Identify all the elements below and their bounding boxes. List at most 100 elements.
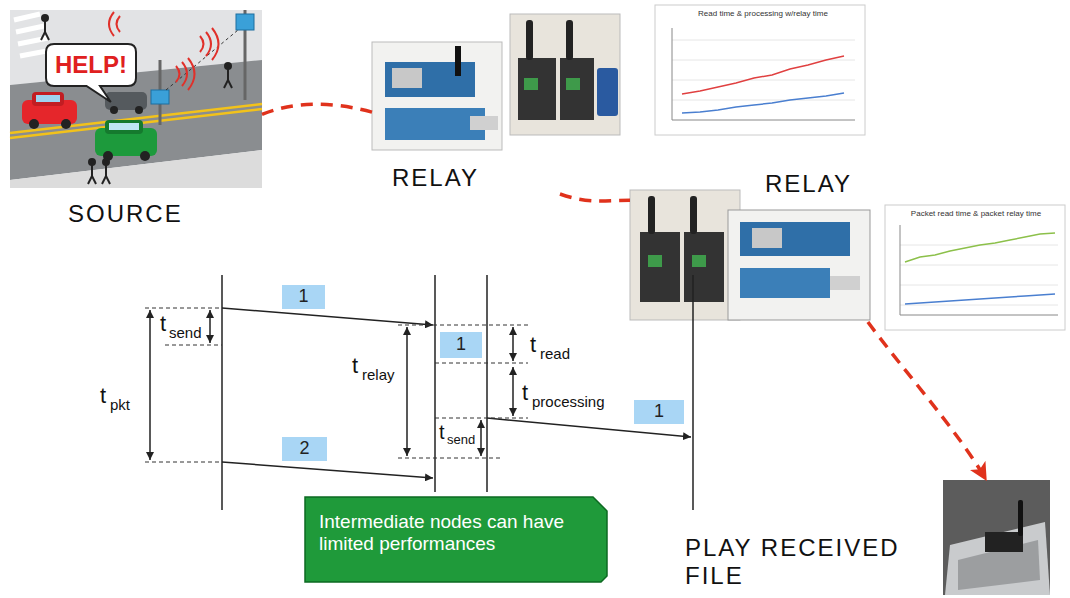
timing-diagram bbox=[434, 275, 436, 492]
street-scene bbox=[36, 95, 60, 102]
time-subscript: send bbox=[447, 433, 475, 448]
street-scene bbox=[117, 16, 121, 32]
relay-photo bbox=[470, 116, 498, 130]
timing-diagram bbox=[145, 462, 222, 463]
line-chart bbox=[900, 305, 1058, 306]
relay-photo bbox=[740, 222, 850, 256]
laptop-photo bbox=[985, 532, 1023, 552]
street-scene bbox=[91, 165, 93, 176]
time-symbol: t bbox=[439, 421, 445, 444]
line-chart bbox=[655, 5, 865, 135]
line-chart bbox=[672, 28, 673, 120]
time-subscript: pkt bbox=[110, 396, 130, 413]
relay-photo bbox=[684, 232, 724, 302]
street-scene bbox=[105, 120, 143, 134]
line-chart bbox=[672, 40, 855, 41]
street-scene bbox=[109, 12, 114, 36]
relay-photo bbox=[524, 78, 538, 90]
line-chart bbox=[900, 265, 1058, 266]
callout-outline bbox=[305, 497, 607, 582]
timing-diagram bbox=[150, 310, 513, 460]
node-caption: PLAY RECEIVED FILE bbox=[685, 534, 935, 589]
relay-photo bbox=[510, 14, 620, 135]
street-scene bbox=[236, 14, 254, 30]
line-chart bbox=[672, 80, 855, 81]
dashed-flow-arrow bbox=[560, 194, 630, 201]
street-scene bbox=[212, 28, 219, 60]
chart-title: Packet read time & packet relay time bbox=[892, 209, 1060, 218]
street-scene bbox=[140, 151, 150, 161]
timing-diagram bbox=[165, 345, 222, 346]
line-chart bbox=[682, 93, 844, 113]
relay-photo bbox=[385, 62, 475, 97]
relay-photo bbox=[518, 58, 556, 120]
line-chart bbox=[885, 205, 1065, 330]
time-symbol: t bbox=[352, 353, 358, 378]
illustration-panel: SOURCE HELP! bbox=[10, 10, 262, 232]
street-scene bbox=[105, 165, 107, 176]
street-scene bbox=[10, 10, 262, 188]
laptop-photo bbox=[945, 522, 1050, 595]
street-scene bbox=[106, 176, 110, 184]
street-scene bbox=[224, 80, 228, 88]
packet-box: 1 bbox=[634, 400, 684, 424]
line-chart bbox=[682, 56, 844, 94]
street-scene bbox=[14, 14, 40, 20]
relay-photo bbox=[597, 68, 618, 116]
time-subscript: read bbox=[540, 345, 570, 362]
relay-photo bbox=[830, 276, 860, 290]
street-scene bbox=[61, 119, 71, 129]
laptop-photo bbox=[943, 480, 1050, 595]
relay-photo bbox=[510, 14, 620, 135]
line-chart bbox=[672, 100, 855, 101]
packet-box: 1 bbox=[282, 285, 325, 309]
time-symbol: t bbox=[522, 380, 528, 405]
street-scene bbox=[110, 106, 118, 114]
relay-photo bbox=[728, 210, 870, 320]
street-scene bbox=[176, 66, 180, 82]
relay-photo bbox=[648, 196, 655, 234]
photo-group: PLAY RECEIVED FILE bbox=[685, 478, 1050, 595]
node-text: HELP! bbox=[55, 52, 127, 78]
street-scene bbox=[227, 69, 229, 80]
relay-photo bbox=[392, 68, 422, 88]
time-symbol: t bbox=[530, 332, 536, 357]
street-scene bbox=[18, 38, 48, 44]
timing-diagram bbox=[512, 367, 514, 416]
relay-photo bbox=[752, 228, 782, 248]
street-scene bbox=[135, 106, 143, 114]
timing-diagram bbox=[512, 327, 514, 361]
relay-photo bbox=[566, 78, 580, 90]
timing-diagram bbox=[222, 462, 433, 478]
timing-diagram bbox=[149, 310, 151, 460]
timing-diagram bbox=[435, 418, 528, 419]
street-scene bbox=[228, 80, 232, 88]
line-chart bbox=[900, 225, 901, 315]
timing-diagram bbox=[435, 363, 528, 364]
timing-diagram bbox=[209, 310, 211, 343]
packet-box: 2 bbox=[282, 437, 327, 461]
timing-diagram bbox=[398, 325, 528, 326]
time-symbol: t bbox=[100, 383, 106, 408]
packet-number: 1 bbox=[298, 287, 308, 307]
relay-photo bbox=[630, 190, 740, 320]
street-scene bbox=[206, 32, 211, 56]
street-scene bbox=[10, 10, 262, 188]
relay-photo bbox=[690, 196, 697, 234]
timing-diagram bbox=[222, 275, 693, 510]
bubble-outline bbox=[46, 44, 136, 102]
line-chart bbox=[885, 205, 1065, 330]
line-chart bbox=[655, 5, 865, 135]
dashed-flow-arrow bbox=[868, 322, 985, 478]
timing-diagram bbox=[406, 327, 408, 456]
street-scene bbox=[32, 92, 64, 106]
photo-group: RELAY bbox=[372, 12, 625, 194]
relay-photo bbox=[560, 58, 594, 120]
street-scene bbox=[225, 63, 231, 69]
node-caption: SOURCE bbox=[68, 200, 183, 228]
packet-number: 2 bbox=[299, 439, 309, 459]
line-chart bbox=[672, 40, 855, 100]
line-chart bbox=[672, 120, 855, 121]
line-chart bbox=[900, 245, 1058, 305]
timing-diagram bbox=[145, 308, 528, 462]
